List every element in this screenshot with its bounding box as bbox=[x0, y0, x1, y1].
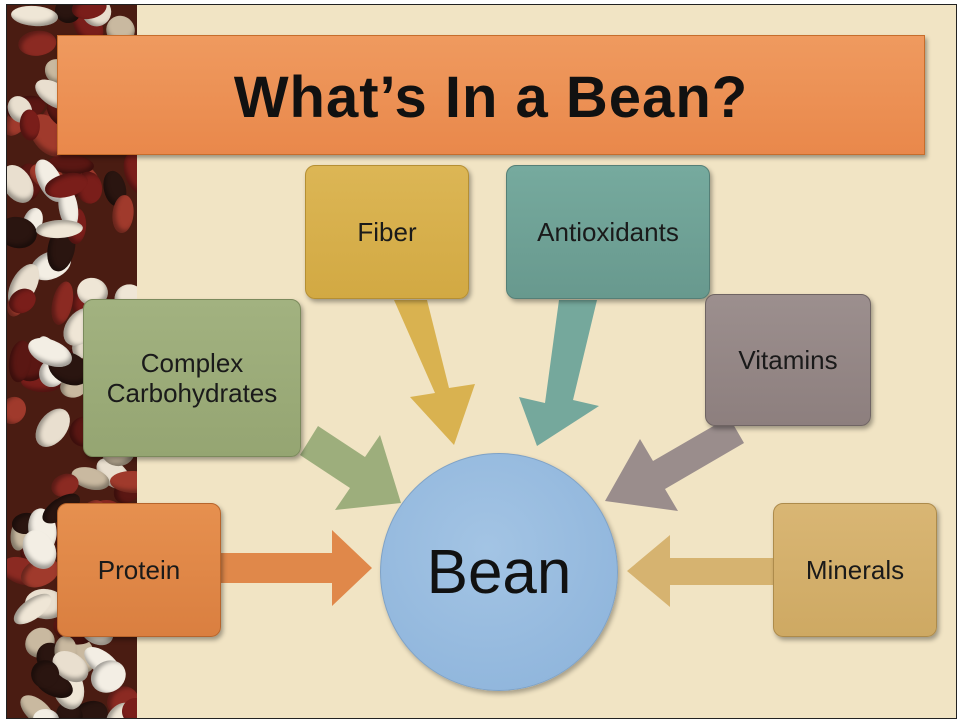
slide: What’s In a Bean? Fiber Antioxidants Com… bbox=[6, 4, 957, 719]
node-fiber-label: Fiber bbox=[357, 217, 416, 248]
arrow-minerals bbox=[627, 535, 775, 607]
node-protein: Protein bbox=[57, 503, 221, 637]
arrow-antioxidants bbox=[519, 300, 599, 446]
arrow-complex-carbohydrates bbox=[300, 426, 401, 510]
arrow-protein bbox=[221, 530, 372, 606]
node-minerals-label: Minerals bbox=[806, 555, 904, 586]
hub-bean-circle: Bean bbox=[380, 453, 618, 691]
node-vitamins: Vitamins bbox=[705, 294, 871, 426]
node-antioxidants-label: Antioxidants bbox=[537, 217, 679, 248]
hub-label: Bean bbox=[427, 537, 572, 608]
node-antioxidants: Antioxidants bbox=[506, 165, 710, 299]
node-complex-carbohydrates-line1: Complex bbox=[141, 348, 244, 378]
node-complex-carbohydrates: Complex Carbohydrates bbox=[83, 299, 301, 457]
node-complex-carbohydrates-line2: Carbohydrates bbox=[107, 378, 278, 408]
arrow-fiber bbox=[394, 300, 475, 445]
arrow-vitamins bbox=[605, 417, 744, 511]
node-fiber: Fiber bbox=[305, 165, 469, 299]
node-minerals: Minerals bbox=[773, 503, 937, 637]
node-protein-label: Protein bbox=[98, 555, 180, 586]
node-vitamins-label: Vitamins bbox=[738, 345, 837, 376]
